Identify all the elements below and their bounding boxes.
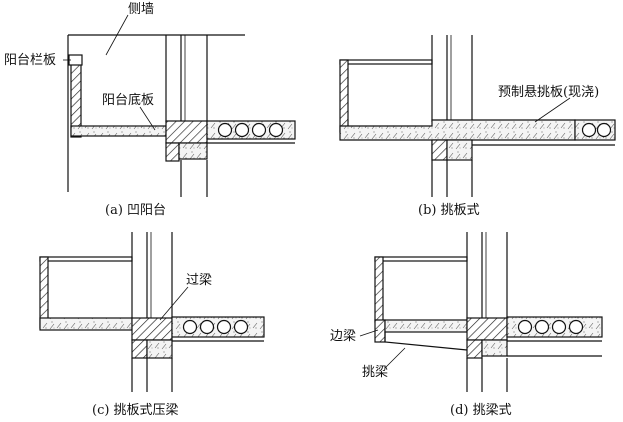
slab-core [568, 319, 584, 335]
edge-beam [374, 319, 386, 343]
caption-a: (a) 凹阳台 [105, 203, 166, 218]
cantilever-slab [39, 317, 133, 331]
slab-core [517, 319, 533, 335]
railing-top [39, 256, 133, 262]
railing-panel [374, 256, 384, 323]
slab-core [596, 122, 612, 138]
leader-cantilever-beam [384, 347, 406, 369]
beam-drop [466, 339, 483, 359]
leader-lintel [159, 286, 189, 321]
cantilever-slab [339, 119, 576, 141]
label-edge-beam: 边梁 [330, 329, 356, 344]
label-cantilever-beam: 挑梁 [362, 365, 388, 380]
slab-core [234, 122, 250, 138]
railing-panel [339, 59, 349, 133]
slab-core [217, 122, 233, 138]
cantilever-beam-outline [384, 332, 468, 351]
railing-top [374, 256, 468, 262]
ring-beam [466, 317, 508, 341]
slab-core [251, 122, 267, 138]
beam-lower [146, 339, 173, 359]
panel-d: 边梁 挑梁 (d) 挑梁式 [330, 232, 603, 418]
slab-core [182, 319, 198, 335]
railing-top [339, 59, 433, 65]
beam-drop [165, 142, 180, 162]
leader-cantilever [534, 97, 571, 123]
ring-beam [165, 120, 208, 144]
panel-c: 过梁 (c) 挑板式压梁 [39, 232, 265, 418]
beam-drop [431, 139, 448, 161]
leader-floor [139, 106, 156, 131]
label-railing: 阳台栏板 [4, 53, 56, 68]
label-floor-slab: 阳台底板 [102, 92, 154, 108]
caption-b: (b) 挑板式 [418, 203, 480, 218]
caption-d: (d) 挑梁式 [450, 403, 512, 418]
railing-panel [39, 256, 49, 329]
slab-core [551, 319, 567, 335]
label-lintel: 过梁 [186, 273, 212, 288]
leader-edge-beam [359, 329, 379, 337]
slab-core [534, 319, 550, 335]
caption-c: (c) 挑板式压梁 [92, 403, 179, 418]
panel-a: 侧墙 阳台栏板 阳台底板 (a) 凹阳台 [4, 2, 296, 218]
balcony-floor-slab [70, 125, 167, 137]
label-cantilever-slab: 预制悬挑板(现浇) [498, 85, 599, 100]
leader-side-wall [105, 14, 129, 56]
lintel-beam [131, 317, 173, 341]
slab-core [233, 319, 249, 335]
panel-b: 预制悬挑板(现浇) (b) 挑板式 [339, 35, 616, 218]
beam-lower [481, 339, 508, 357]
slab-core [216, 319, 232, 335]
slab-core [268, 122, 284, 138]
beam-lower [446, 139, 473, 161]
slab-core [199, 319, 215, 335]
slab-core [581, 122, 597, 138]
beam-drop [131, 339, 148, 359]
label-side-wall: 侧墙 [128, 2, 154, 17]
balcony-slab [384, 319, 468, 333]
beam-lower [178, 142, 208, 160]
